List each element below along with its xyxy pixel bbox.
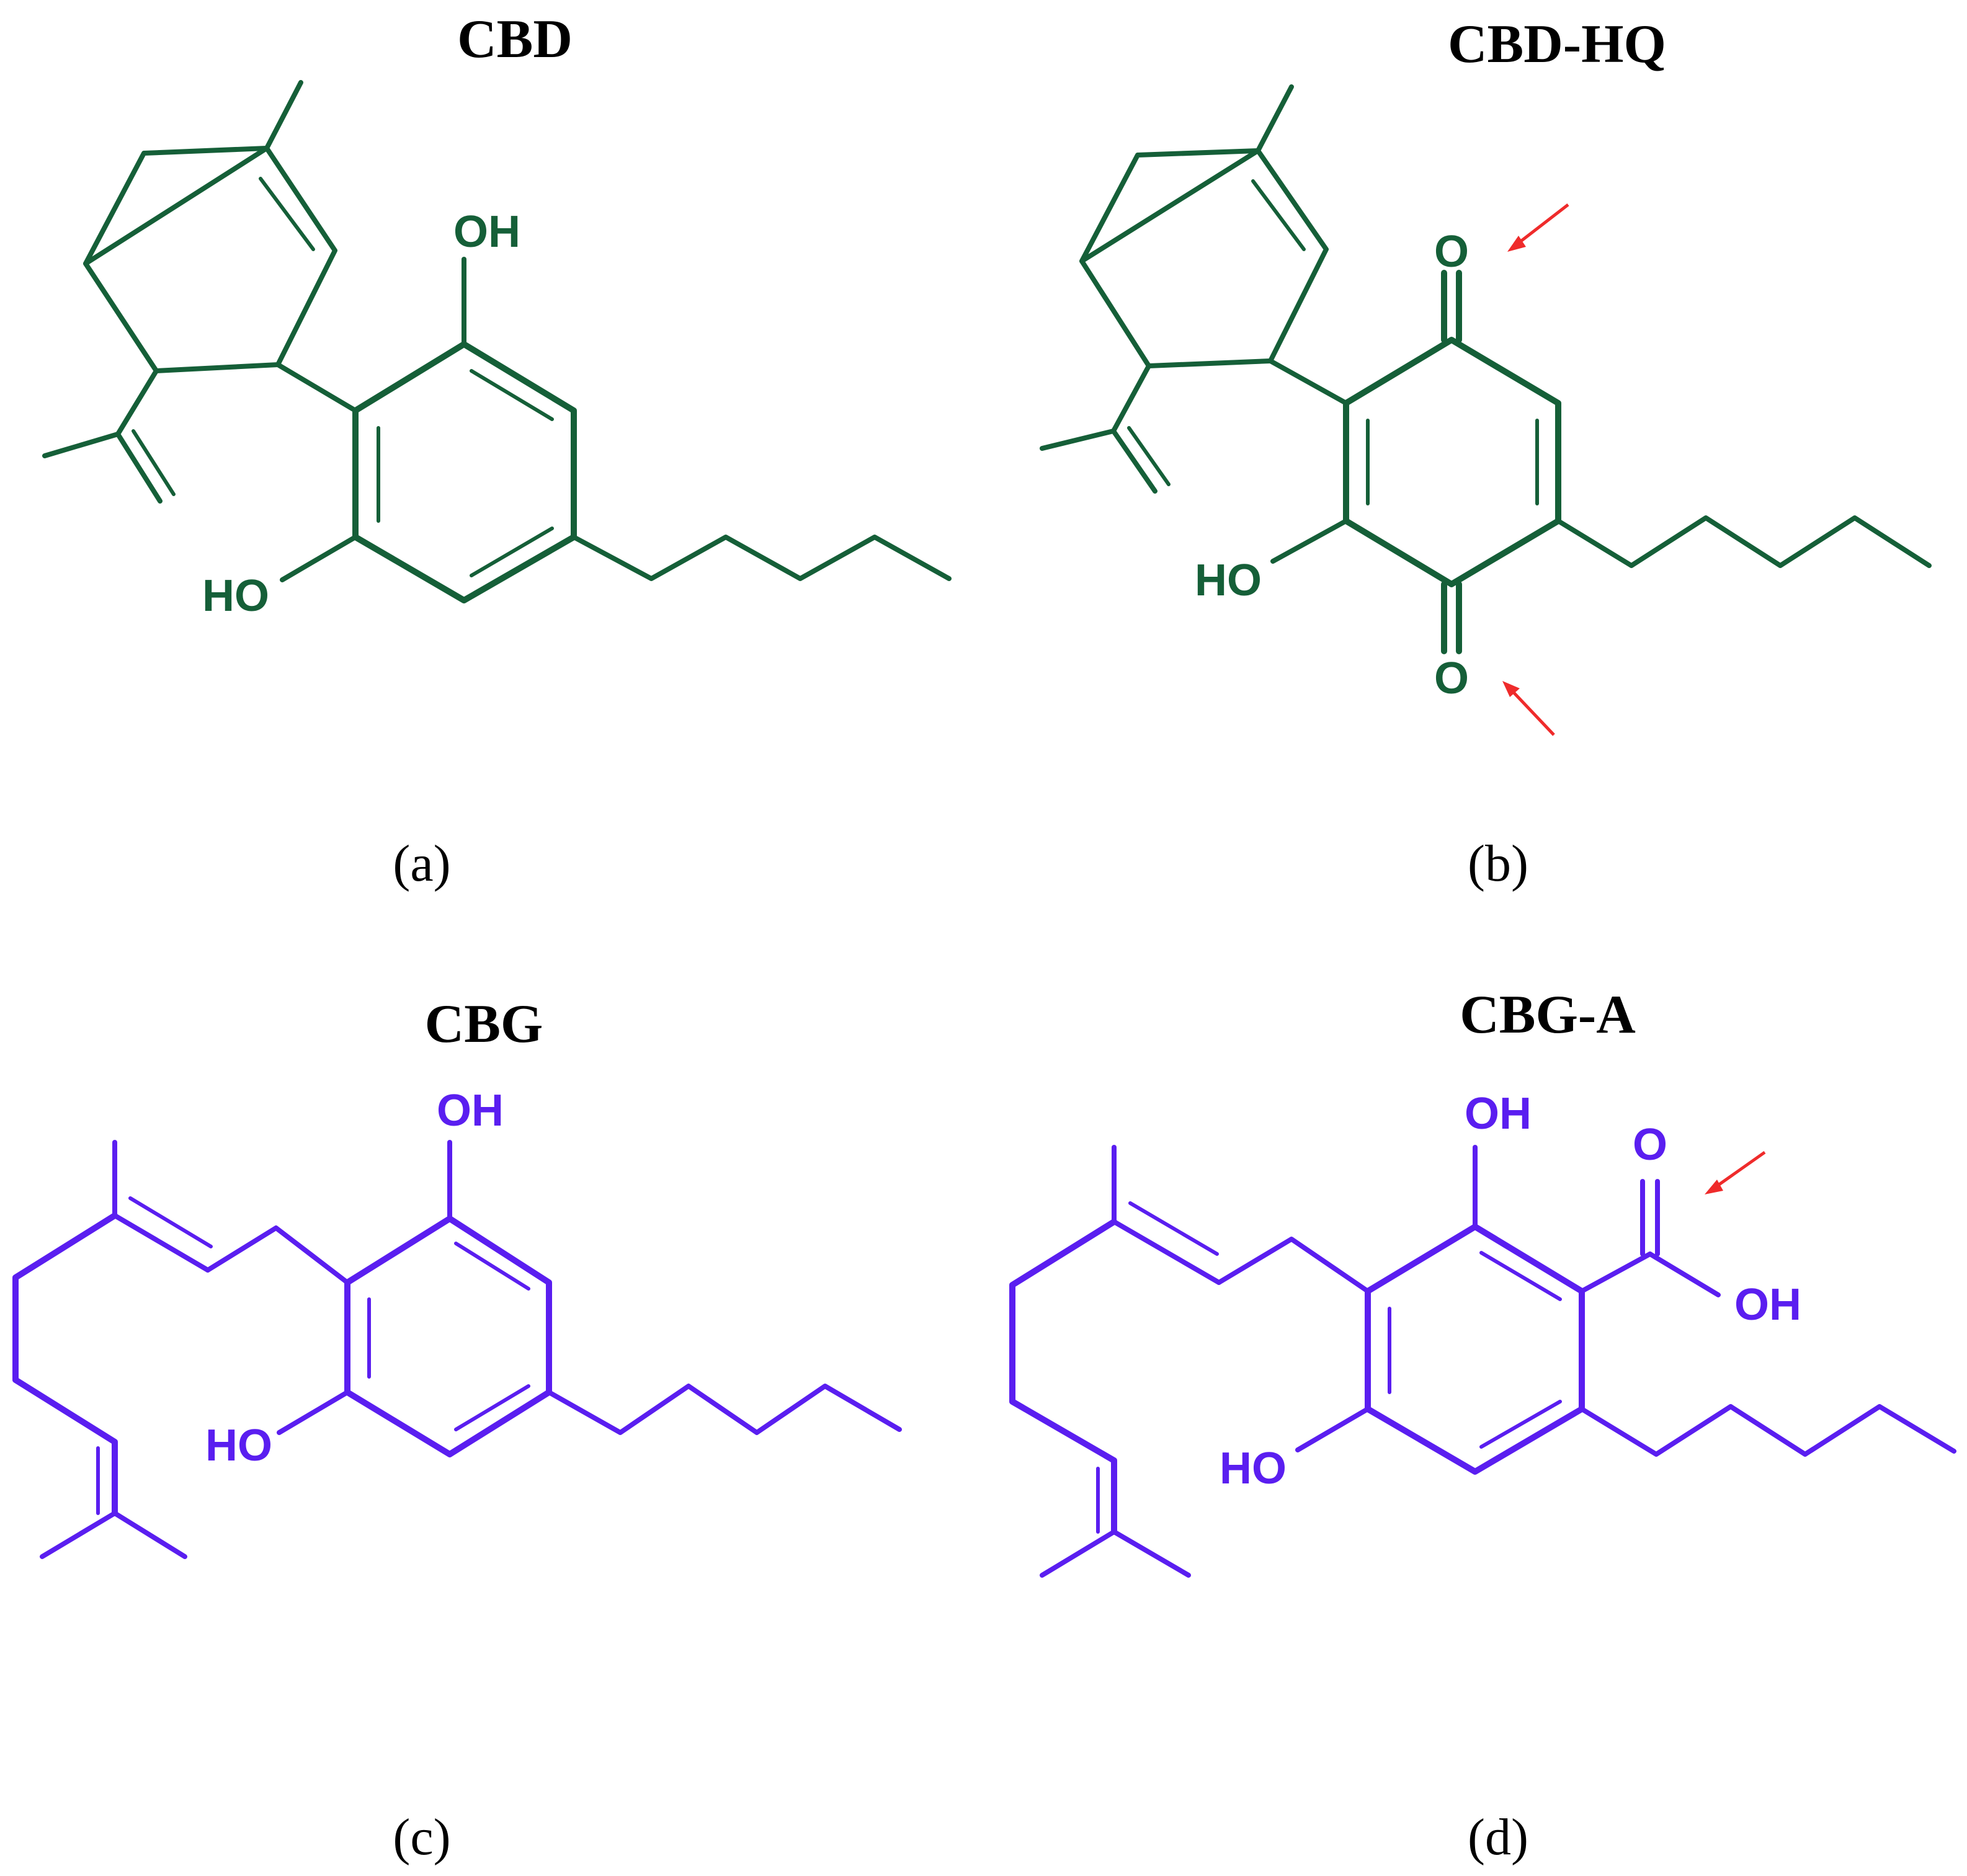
cbga-geranyl-link-2 <box>1216 1237 1370 1294</box>
cbdhq-cyclohexene-ring <box>1079 148 1329 368</box>
cbd-methyl <box>264 80 303 151</box>
cbga-arom-inner-2 <box>1479 1400 1562 1449</box>
cbg-geranyl-link-1 <box>112 1213 210 1273</box>
cbga-ho-left-bond <box>1295 1407 1370 1452</box>
cbdhq-methyl <box>1256 84 1294 153</box>
cbga-geranyl-chain <box>1009 1219 1117 1535</box>
cbd-isopropenyl-double <box>132 429 176 496</box>
cbg-oh-top-label: OH <box>437 1086 504 1136</box>
panel-b-title: CBD-HQ <box>1448 14 1666 74</box>
cbg-terminal-methyl-2 <box>112 1511 187 1559</box>
cbd-ring-link <box>275 362 358 413</box>
cbg-geranyl-double-1 <box>128 1196 213 1248</box>
cbga-arrow <box>1705 1150 1766 1194</box>
cbdhq-isopropenyl-ch2 <box>1111 429 1157 494</box>
cbga-pentyl-chain <box>1579 1404 1956 1457</box>
panel-b-caption: (b) <box>1468 835 1528 892</box>
cbga-oh-acid-label: OH <box>1734 1280 1801 1330</box>
cbd-arom-inner-1 <box>470 369 554 421</box>
panel-d: CBG-A OH O OH HO (d) <box>1009 985 1956 1866</box>
panel-c-title: CBG <box>425 994 543 1054</box>
cbg-geranyl-link-2 <box>205 1225 350 1285</box>
cbd-isopropenyl-bond <box>115 368 159 437</box>
cbga-acid-oh-bond <box>1648 1251 1721 1297</box>
cbd-ho-left-label: HO <box>202 571 269 621</box>
cbd-pentyl-chain <box>571 535 952 581</box>
cbd-ring-top-edge <box>83 146 269 266</box>
panel-d-caption: (d) <box>1468 1808 1528 1866</box>
cbd-arom-inner-2 <box>470 527 554 577</box>
cbga-aromatic-ring <box>1365 1224 1585 1475</box>
panel-c-caption: (c) <box>393 1808 450 1866</box>
cbdhq-arrow-top <box>1507 203 1569 252</box>
cbdhq-isopropenyl-methyl <box>1040 429 1116 451</box>
cbga-geranyl-double-1 <box>1128 1201 1219 1256</box>
cbd-cyclohexene-ring <box>83 146 337 373</box>
panel-a: CBD OH HO (a) <box>42 9 952 892</box>
cbg-terminal-methyl-1 <box>40 1511 117 1559</box>
cbg-geranyl-chain <box>12 1212 118 1516</box>
cbd-ho-left-bond <box>280 535 358 582</box>
cbd-oh-top-label: OH <box>453 207 520 257</box>
cbdhq-arrow-bottom <box>1502 681 1555 736</box>
cbga-terminal-methyl-1 <box>1040 1529 1117 1578</box>
cbga-o-carbonyl-label: O <box>1633 1120 1667 1170</box>
cbdhq-ho-left-bond <box>1270 518 1349 564</box>
cbga-terminal-methyl-2 <box>1112 1529 1191 1578</box>
cbdhq-o-top-label: O <box>1434 227 1469 277</box>
cbg-pentyl-chain <box>546 1384 902 1435</box>
cbdhq-isopropenyl-double <box>1127 426 1171 486</box>
cbga-geranyl-link-1 <box>1112 1219 1221 1285</box>
cbd-isopropenyl-ch2 <box>115 432 163 504</box>
cbdhq-quinone-ring <box>1343 337 1561 587</box>
cbdhq-pentyl-chain <box>1556 515 1932 568</box>
cbdhq-ring-link <box>1268 358 1349 406</box>
panel-b: CBD-HQ O O HO (b) <box>1040 14 1932 892</box>
cbg-aromatic-ring <box>344 1216 552 1457</box>
cbd-aromatic-ring <box>352 341 577 603</box>
panel-c: CBG OH HO (c) <box>12 994 902 1866</box>
cbd-isopropenyl-methyl <box>42 432 120 458</box>
cbd-ring-double-bond <box>259 177 315 251</box>
cbdhq-ho-left-label: HO <box>1195 556 1262 605</box>
cbg-arom-inner-2 <box>454 1384 530 1431</box>
panel-a-title: CBD <box>457 9 573 69</box>
cbg-ho-left-label: HO <box>205 1421 272 1470</box>
cbdhq-ring-double-bond <box>1251 179 1306 251</box>
cbg-ho-left-bond <box>277 1390 350 1435</box>
cbga-arom-inner-1 <box>1479 1251 1562 1301</box>
panel-a-caption: (a) <box>393 835 450 892</box>
cbga-oh-top-label: OH <box>1465 1089 1532 1139</box>
cbga-ho-left-label: HO <box>1220 1444 1287 1493</box>
panel-d-title: CBG-A <box>1460 985 1636 1045</box>
cbg-arom-inner-1 <box>454 1242 530 1291</box>
cbga-carboxyl-bond <box>1579 1251 1653 1294</box>
cbdhq-o-bottom-label: O <box>1434 654 1469 703</box>
cbdhq-isopropenyl-bond <box>1111 363 1151 433</box>
cbdhq-ring-top-edge <box>1079 148 1260 264</box>
